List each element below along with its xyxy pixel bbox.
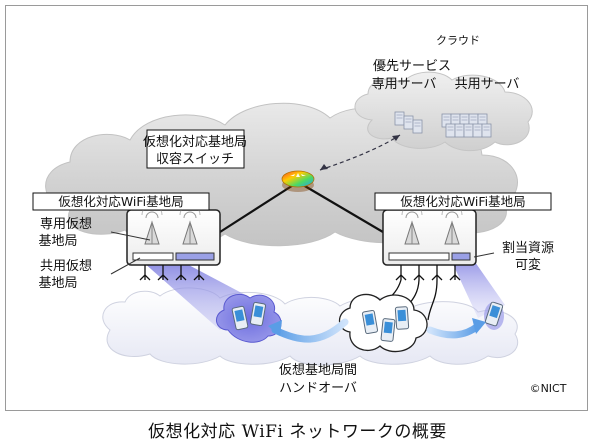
copyright-credit: ©NICT — [530, 382, 567, 395]
switch-label-line2: 収容スイッチ — [156, 151, 234, 167]
handover-line1: 仮想基地局間 — [279, 362, 357, 378]
switch-links — [219, 181, 384, 233]
left-station — [110, 204, 221, 281]
center-device-cloud — [338, 293, 428, 353]
right-device — [484, 301, 504, 330]
left-station-title: 仮想化対応WiFi基地局 — [58, 194, 183, 209]
right-title-box — [374, 192, 552, 211]
priority-service-label: 優先サービス — [373, 59, 451, 74]
allocation-line2: 可変 — [515, 257, 541, 273]
priority-link-arrow — [319, 134, 401, 171]
shared-vbs-line2: 基地局 — [38, 276, 77, 291]
allocation-line1: 割当資源 — [502, 240, 554, 256]
dedicated-server-label: 専用サーバ — [372, 77, 437, 92]
shared-bar — [451, 252, 471, 261]
dedicated-bar — [388, 252, 450, 261]
phone-icon — [394, 306, 410, 330]
cloud-label: クラウド — [436, 34, 480, 47]
handover-arrow-right — [426, 318, 486, 339]
dedicated-vbs-line1: 専用仮想 — [40, 216, 92, 232]
switch-label-box — [146, 129, 245, 169]
figure-caption: 仮想化対応 WiFi ネットワークの概要 — [148, 422, 447, 442]
left-device-cloud — [216, 294, 282, 343]
shared-server-icon — [441, 113, 492, 138]
right-station — [382, 204, 495, 281]
left-antenna-legs — [139, 265, 205, 281]
right-antenna-legs — [395, 265, 461, 281]
shared-vbs-line1: 共用仮想 — [40, 258, 92, 274]
switch-label-line1: 仮想化対応基地局 — [143, 134, 247, 150]
dedicated-bar — [132, 252, 174, 261]
handover-arrow-left — [268, 318, 349, 343]
shared-server-label: 共用サーバ — [455, 77, 520, 92]
switch-router-icon — [281, 170, 315, 192]
phone-icon — [380, 317, 396, 343]
right-station-title: 仮想化対応WiFi基地局 — [400, 194, 525, 209]
handover-line2: ハンドオーバ — [279, 381, 357, 396]
left-title-box — [32, 192, 210, 211]
lower-cloud — [102, 287, 518, 366]
shared-bar — [175, 252, 215, 261]
dedicated-vbs-line2: 基地局 — [38, 234, 77, 249]
